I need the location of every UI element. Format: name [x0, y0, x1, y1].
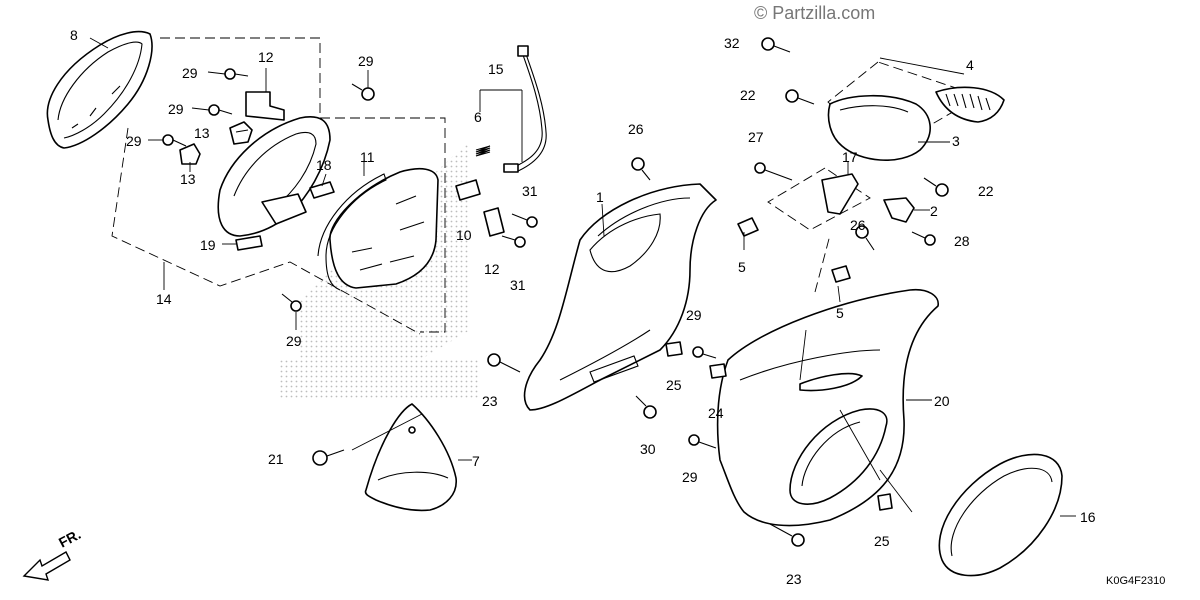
part-2-clip [883, 197, 915, 223]
callout-22-a: 22 [740, 87, 756, 103]
part-5-collar-b [831, 265, 851, 283]
screw-30 [635, 395, 657, 419]
callout-21: 21 [268, 451, 284, 467]
clip-25-b [877, 493, 893, 511]
part-6-spring [475, 145, 491, 157]
screw-23-b [769, 523, 805, 547]
screw-29-f [692, 346, 717, 359]
callout-29-f: 29 [686, 307, 702, 323]
callout-29-b: 29 [168, 101, 184, 117]
callout-19: 19 [200, 237, 216, 253]
part-16-pad [938, 453, 1063, 577]
screw-29-c [162, 134, 187, 147]
callout-25-a: 25 [666, 377, 682, 393]
part-15-wire [479, 45, 547, 173]
callout-29-d: 29 [358, 53, 374, 69]
callout-28: 28 [954, 233, 970, 249]
part-13-clip-lower [179, 143, 201, 165]
callout-6: 6 [474, 109, 482, 125]
callout-7: 7 [472, 453, 480, 469]
callout-4: 4 [966, 57, 974, 73]
part-7-shield [364, 403, 457, 512]
callout-13-b: 13 [180, 171, 196, 187]
diagram-code: K0G4F2310 [1106, 575, 1165, 587]
part-1-inner-cover [523, 183, 717, 411]
callout-23-b: 23 [786, 571, 802, 587]
callout-31-a: 31 [522, 183, 538, 199]
clip-24 [709, 363, 727, 379]
part-18-clip [309, 181, 335, 199]
callout-32: 32 [724, 35, 740, 51]
callout-22-b: 22 [978, 183, 994, 199]
callout-29-g: 29 [682, 469, 698, 485]
screw-29-b [208, 104, 233, 116]
callout-29-e: 29 [286, 333, 302, 349]
screw-29-e [281, 293, 302, 312]
leader-lines [89, 37, 1076, 517]
callout-2: 2 [930, 203, 938, 219]
screw-22-b [923, 177, 949, 197]
callout-23-a: 23 [482, 393, 498, 409]
clip-25-a [665, 341, 683, 357]
watermark: © Partzilla.com [754, 3, 875, 23]
screw-29-a [224, 68, 249, 80]
callout-31-b: 31 [510, 277, 526, 293]
part-14-panel [217, 116, 331, 237]
callout-25-b: 25 [874, 533, 890, 549]
callout-17: 17 [842, 149, 858, 165]
callout-29-a: 29 [182, 65, 198, 81]
part-12-bracket [245, 91, 285, 121]
screw-32 [761, 37, 791, 53]
screw-27 [754, 162, 793, 181]
part-20-right-cover [716, 288, 939, 527]
part-17-bracket [821, 173, 859, 215]
screw-21 [312, 449, 345, 466]
callout-5-a: 5 [738, 259, 746, 275]
callout-5-b: 5 [836, 305, 844, 321]
screw-29-g [688, 434, 717, 449]
callout-13-a: 13 [194, 125, 210, 141]
screw-31-a [511, 213, 538, 228]
screw-31-b [501, 235, 526, 248]
callout-12: 12 [258, 49, 274, 65]
callout-24: 24 [708, 405, 724, 421]
screw-22-a [785, 89, 815, 105]
callout-26-a: 26 [628, 121, 644, 137]
callout-18: 18 [316, 157, 332, 173]
screw-23-a [487, 353, 521, 373]
screw-26-a [631, 157, 651, 181]
part-5-collar-a [737, 217, 759, 237]
callout-20: 20 [934, 393, 950, 409]
callout-26-b: 26 [850, 217, 866, 233]
callout-8: 10 [456, 227, 472, 243]
direction-label: FR. [56, 526, 83, 551]
callout-30: 30 [640, 441, 656, 457]
callout-11: 11 [360, 149, 375, 165]
screw-26-b [855, 225, 875, 251]
part-19-clip [235, 235, 263, 251]
callout-9: 8 [70, 27, 78, 43]
part-10-bracket [483, 207, 505, 237]
screw-29-d [351, 83, 375, 101]
part-8-latch [455, 179, 481, 201]
callout-1: 1 [596, 189, 604, 205]
callout-29-c: 29 [126, 133, 142, 149]
part-13-clip-upper [229, 121, 253, 145]
callout-10: 12 [484, 261, 500, 277]
callout-3: 3 [952, 133, 960, 149]
callout-27: 27 [748, 129, 764, 145]
part-4-grille [935, 86, 1005, 123]
part-9-cover [46, 30, 153, 149]
callout-14: 14 [156, 291, 172, 307]
part-11-box [317, 167, 439, 291]
callout-15: 15 [488, 61, 504, 77]
part-3-cover-top [827, 94, 931, 161]
front-direction-arrow: FR. [22, 526, 83, 581]
callout-16: 16 [1080, 509, 1096, 525]
screw-28 [911, 231, 936, 246]
callouts: 8 29 12 29 29 13 29 13 18 11 19 14 29 15… [70, 27, 1096, 587]
